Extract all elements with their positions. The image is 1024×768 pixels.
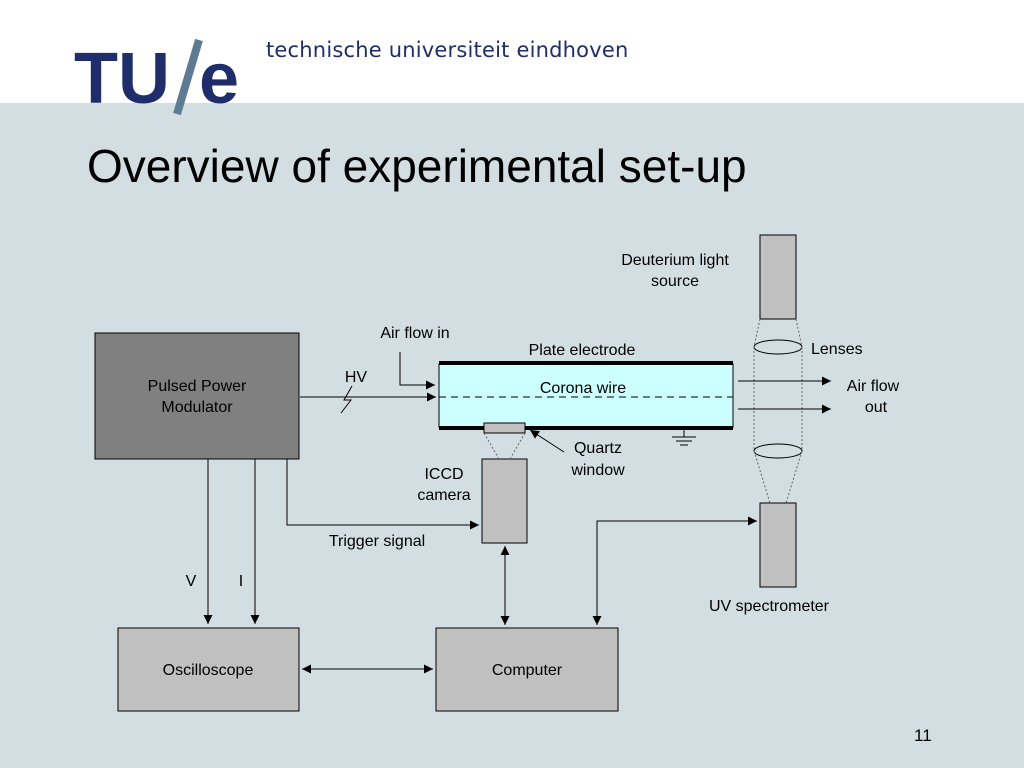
uv-spectrometer-label: UV spectrometer: [709, 598, 830, 615]
current-label: I: [239, 573, 243, 590]
pulsed-power-label-line-1: Pulsed Power: [148, 378, 247, 395]
lens-top: [753, 339, 803, 355]
oscilloscope-box: [117, 627, 300, 712]
logo-slash: [173, 38, 203, 116]
pulsed-power-modulator-box: [94, 332, 300, 460]
quartz-window: [483, 422, 526, 434]
slide-title: Overview of experimental set-up: [87, 140, 747, 192]
camera-view-line-right: [509, 432, 526, 460]
uv-spectrometer-box: [759, 502, 797, 588]
hv-lightning-icon: [340, 385, 353, 414]
iccd-label-line-2: camera: [417, 487, 470, 504]
deuterium-source-box: [759, 234, 797, 320]
deuterium-label-line-2: source: [651, 273, 699, 290]
iccd-camera-box: [481, 458, 528, 544]
oscilloscope-label: Oscilloscope: [163, 662, 254, 679]
corona-wire-label: Corona wire: [540, 380, 626, 397]
air-flow-out-label-line-2: out: [865, 399, 888, 416]
camera-view-line-left: [483, 432, 500, 460]
quartz-label-line-2: window: [570, 462, 625, 479]
pulsed-power-label-line-2: Modulator: [161, 399, 233, 416]
air-flow-in-arrow: [399, 352, 435, 390]
beam-top-right: [795, 318, 803, 348]
air-flow-in-label: Air flow in: [380, 325, 449, 342]
trigger-signal-arrow: [286, 459, 479, 530]
computer-box: [435, 627, 619, 712]
voltage-label: V: [186, 573, 197, 590]
hv-label: HV: [345, 369, 368, 386]
lenses-label: Lenses: [811, 341, 863, 358]
iccd-label-line-1: ICCD: [424, 466, 463, 483]
quartz-window-pointer: [529, 429, 565, 453]
lens-bottom: [753, 443, 803, 459]
page-number: 11: [914, 726, 932, 745]
header-band: [0, 0, 1024, 103]
logo-letters-tu: TU: [74, 39, 170, 116]
trigger-signal-label: Trigger signal: [329, 533, 425, 550]
computer-label: Computer: [492, 662, 563, 679]
spectrometer-computer-link: [592, 516, 757, 625]
university-name: technische universiteit eindhoven: [266, 38, 629, 62]
deuterium-label-line-1: Deuterium light: [621, 252, 729, 269]
quartz-label-line-1: Quartz: [574, 440, 622, 457]
plate-electrode-label: Plate electrode: [529, 342, 636, 359]
tue-logo: TU e: [74, 38, 239, 116]
beam-top-left: [753, 318, 761, 348]
beam-bottom-left: [753, 450, 771, 504]
logo-letter-e: e: [199, 39, 239, 116]
air-flow-out-label-line-1: Air flow: [847, 378, 900, 395]
beam-bottom-right: [785, 450, 803, 504]
